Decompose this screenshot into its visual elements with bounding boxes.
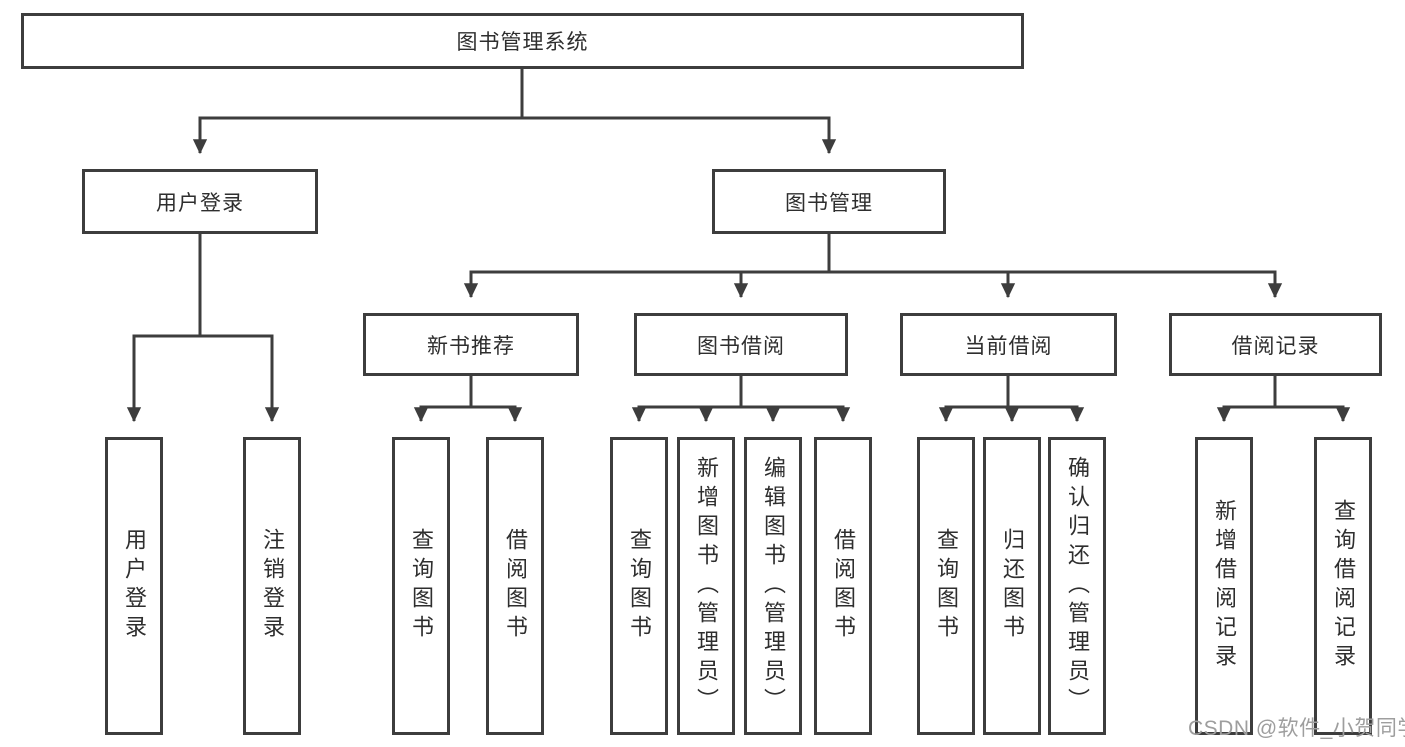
leaf-borrow-books: 借阅图书 xyxy=(814,437,872,735)
leaf-query-books: 查询图书 xyxy=(392,437,450,735)
node-user-login: 用户登录 xyxy=(82,169,318,234)
node-book-borrowing: 图书借阅 xyxy=(634,313,848,376)
leaf-add-books-admin: 新增图书（管理员） xyxy=(677,437,735,735)
node-new-book-recommendation: 新书推荐 xyxy=(363,313,579,376)
leaf-borrow-books: 借阅图书 xyxy=(486,437,544,735)
node-book-management: 图书管理 xyxy=(712,169,946,234)
leaf-user-login: 用户登录 xyxy=(105,437,163,735)
csdn-watermark: CSDN @软件_小贺同学 xyxy=(1188,717,1405,740)
node-current-borrowing: 当前借阅 xyxy=(900,313,1117,376)
leaf-return-books: 归还图书 xyxy=(983,437,1041,735)
leaf-edit-books-admin: 编辑图书（管理员） xyxy=(744,437,802,735)
leaf-query-books: 查询图书 xyxy=(610,437,668,735)
leaf-query-books: 查询图书 xyxy=(917,437,975,735)
leaf-query-borrow-record: 查询借阅记录 xyxy=(1314,437,1372,735)
leaf-add-borrow-record: 新增借阅记录 xyxy=(1195,437,1253,735)
leaf-confirm-return-admin: 确认归还（管理员） xyxy=(1048,437,1106,735)
node-borrowing-records: 借阅记录 xyxy=(1169,313,1382,376)
node-library-management-system: 图书管理系统 xyxy=(21,13,1024,69)
leaf-logout: 注销登录 xyxy=(243,437,301,735)
